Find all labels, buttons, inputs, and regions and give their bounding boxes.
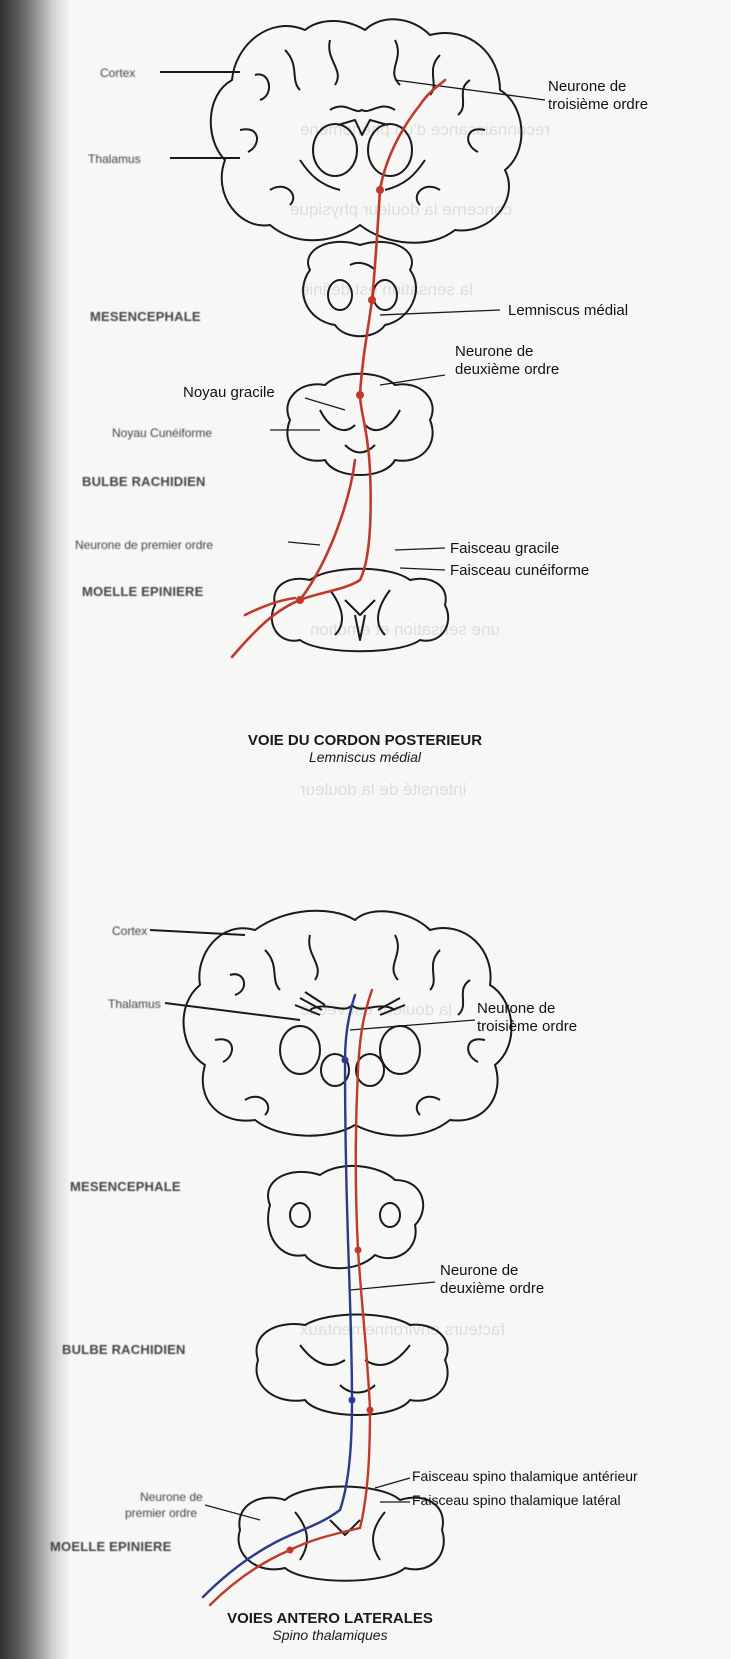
top-brain-outline	[211, 19, 522, 242]
top-label-faisceau-gracile: Faisceau gracile	[450, 540, 559, 558]
bottom-label-neuron2-line1: Neurone de	[440, 1262, 518, 1280]
top-diagram-subtitle: Lemniscus médial	[185, 749, 545, 765]
top-label-thalamus: Thalamus	[88, 150, 141, 168]
bottom-label-neuron3-line1: Neurone de	[477, 1000, 555, 1018]
top-region-bulbe: BULBE RACHIDIEN	[82, 473, 206, 491]
bottom-label-cortex: Cortex	[112, 922, 147, 940]
bottom-label-neuron3-line2: troisième ordre	[477, 1018, 577, 1036]
top-label-neuron1: Neurone de premier ordre	[75, 536, 213, 554]
bottom-label-faisceau-lateral: Faisceau spino thalamique latéral	[412, 1491, 621, 1509]
top-diagram-title-block: VOIE DU CORDON POSTERIEUR Lemniscus médi…	[185, 732, 545, 765]
bottom-diagram-title-block: VOIES ANTERO LATERALES Spino thalamiques	[150, 1610, 510, 1643]
bottom-label-thalamus: Thalamus	[108, 995, 161, 1013]
top-mesencephale	[303, 242, 416, 336]
bottom-label-faisceau-anterieur: Faisceau spino thalamique antérieur	[412, 1467, 638, 1485]
bottom-diagram-subtitle: Spino thalamiques	[150, 1627, 510, 1643]
top-ventricles	[330, 106, 395, 135]
top-label-neuron2-line1: Neurone de	[455, 343, 533, 361]
bottom-region-bulbe: BULBE RACHIDIEN	[62, 1341, 186, 1359]
bottom-region-moelle: MOELLE EPINIERE	[50, 1538, 171, 1556]
top-label-faisceau-cuneiforme: Faisceau cunéiforme	[450, 562, 589, 580]
bottom-label-neuron1-line2: premier ordre	[125, 1504, 197, 1522]
top-label-cortex: Cortex	[100, 64, 135, 82]
top-diagram-title: VOIE DU CORDON POSTERIEUR	[185, 732, 545, 749]
top-label-lemniscus: Lemniscus médial	[508, 302, 628, 320]
top-label-neuron3-line2: troisième ordre	[548, 96, 648, 114]
top-region-moelle: MOELLE EPINIERE	[82, 583, 203, 601]
top-label-neuron2-line2: deuxième ordre	[455, 361, 559, 379]
top-label-noyau-cuneiforme: Noyau Cunéiforme	[112, 424, 212, 442]
top-label-neuron3-line1: Neurone de	[548, 78, 626, 96]
bottom-label-neuron2-line2: deuxième ordre	[440, 1280, 544, 1298]
bottom-diagram-title: VOIES ANTERO LATERALES	[150, 1610, 510, 1627]
bottom-region-mesencephale: MESENCEPHALE	[70, 1178, 181, 1196]
top-region-mesencephale: MESENCEPHALE	[90, 308, 201, 326]
top-label-noyau-gracile: Noyau gracile	[183, 384, 275, 402]
